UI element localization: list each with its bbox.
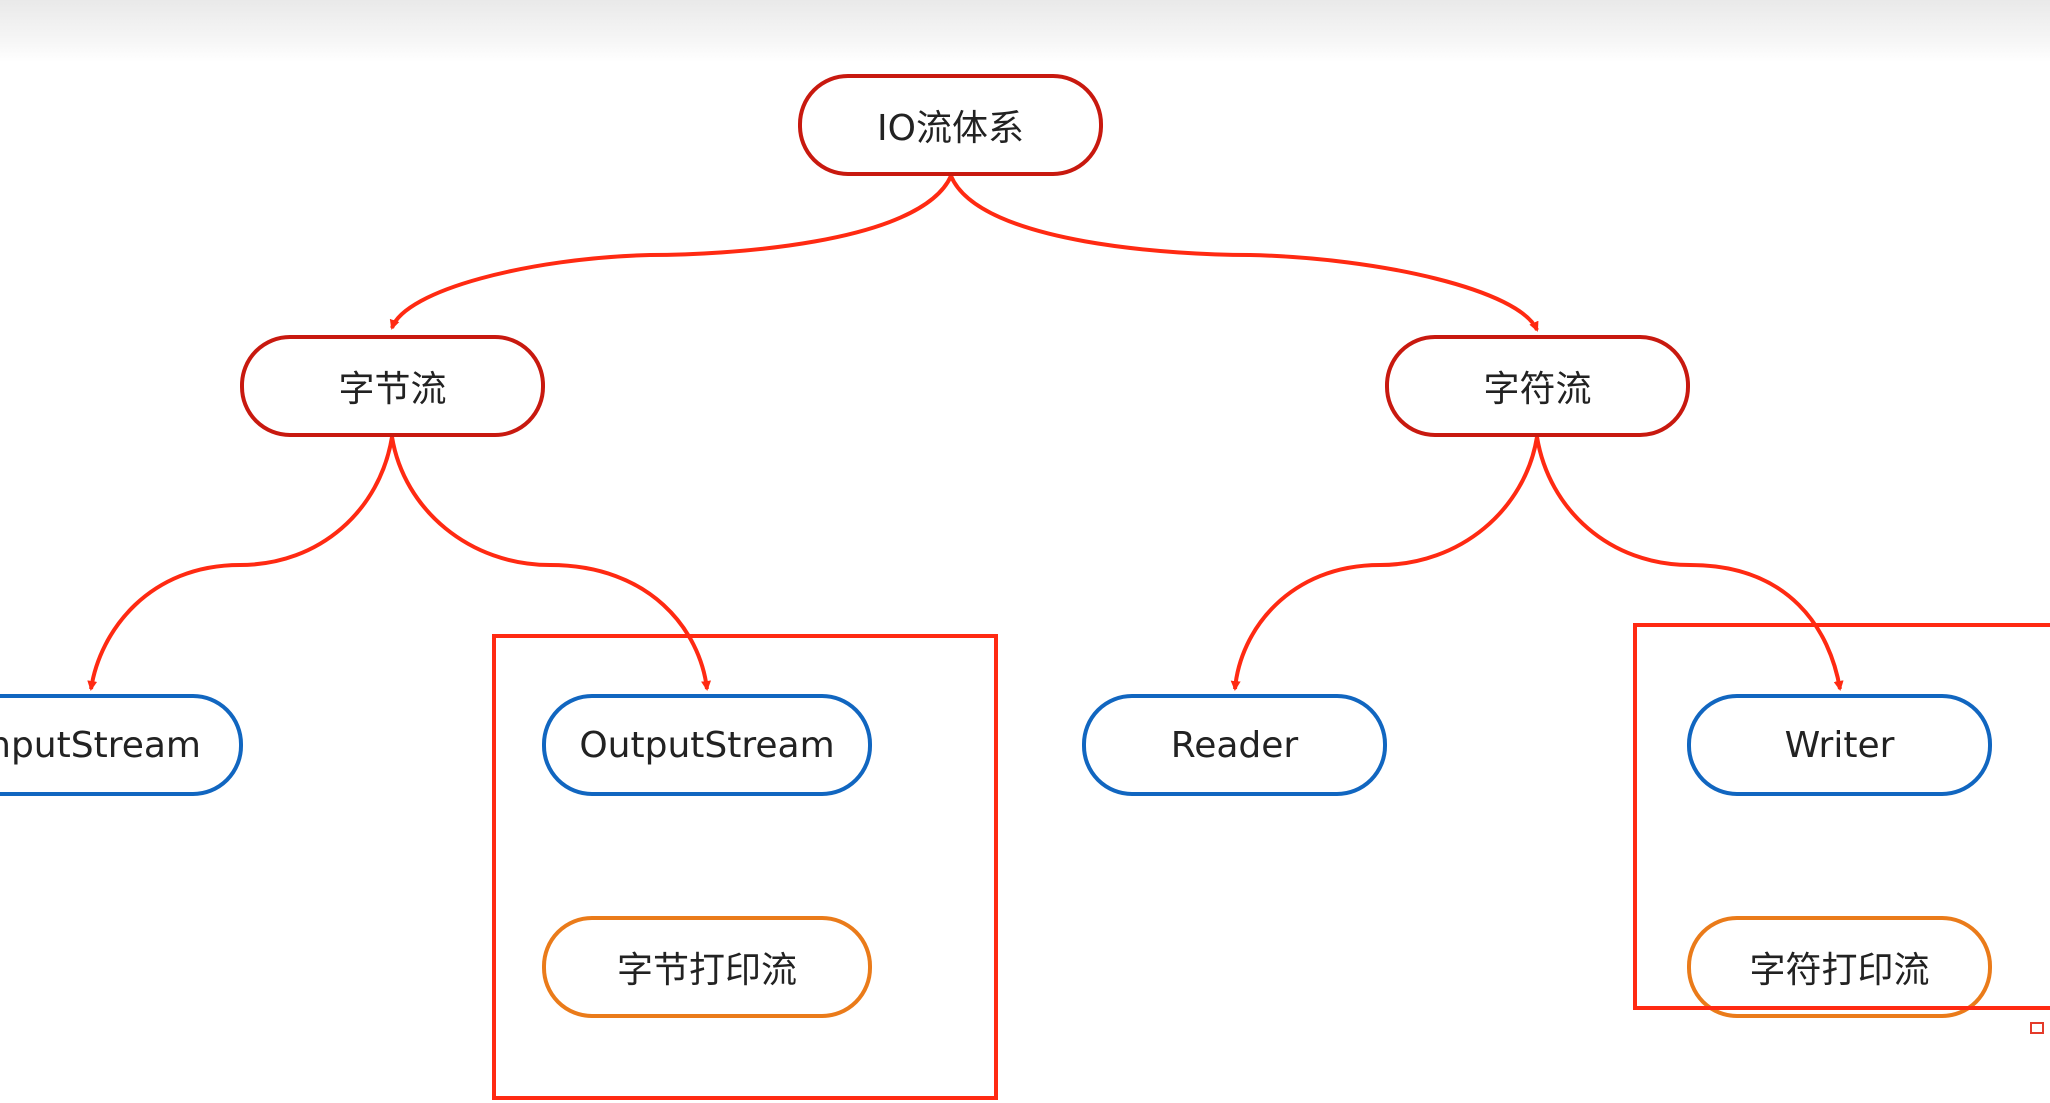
node-byte-print-stream: 字节打印流 [542,916,872,1018]
node-char-stream: 字符流 [1385,335,1690,437]
node-io-stream-system: IO流体系 [798,74,1103,176]
edge-char-to-reader [1230,436,1539,691]
node-io-stream-system-label: IO流体系 [877,108,1024,149]
node-char-print-stream: 字符打印流 [1687,916,1992,1018]
edge-char-to-writer [1535,436,1844,691]
node-output-stream: OutputStream [542,694,872,796]
edge-byte-to-input-stream [87,436,394,691]
node-char-stream-label: 字符流 [1483,369,1592,410]
node-input-stream: InputStream [0,694,243,796]
node-byte-stream: 字节流 [240,335,545,437]
node-char-print-stream-label: 字符打印流 [1749,950,1930,991]
node-reader: Reader [1082,694,1387,796]
node-input-stream-label: InputStream [0,724,201,766]
highlight-frame-char-writer [1633,623,2050,1010]
node-byte-print-stream-label: 字节打印流 [616,950,797,991]
highlight-frame-byte-output [492,634,998,1100]
node-reader-label: Reader [1170,724,1299,766]
node-output-stream-label: OutputStream [579,724,835,766]
node-writer-label: Writer [1784,724,1895,766]
resize-handle-icon[interactable] [2030,1022,2044,1034]
node-writer: Writer [1687,694,1992,796]
node-byte-stream-label: 字节流 [338,369,447,410]
window-top-band [0,0,2050,62]
edge-root-to-byte-stream [389,175,953,330]
edge-root-to-char-stream [949,175,1539,332]
